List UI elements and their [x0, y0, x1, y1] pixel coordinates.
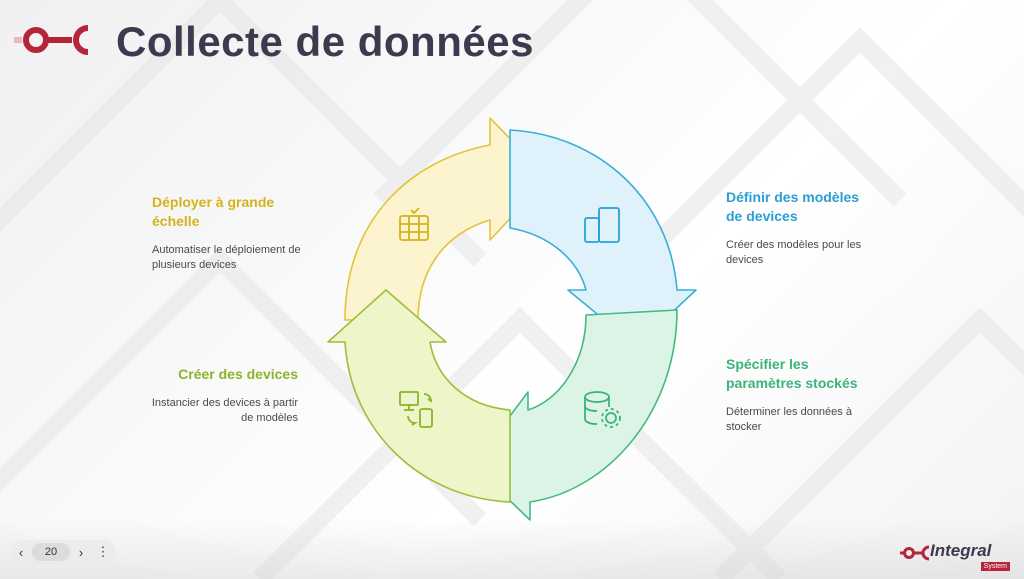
brand-mark-icon: [900, 545, 930, 561]
logo-mark-icon: [14, 25, 89, 55]
step-deploy-title: Déployer à grande échelle: [152, 194, 275, 229]
devices-sync-icon: [399, 391, 433, 428]
step-create-desc: Instancier des devices à partir de modèl…: [151, 397, 298, 424]
slide-title: Collecte de données: [116, 18, 534, 65]
page-number[interactable]: 20: [32, 543, 70, 561]
step-create: Créer des devices Instancier des devices…: [150, 365, 298, 426]
cycle-arrow-create: [327, 289, 511, 503]
step-define: Définir des modèles de devices Créer des…: [726, 188, 876, 268]
brand-name: Integral: [930, 541, 992, 560]
cycle-arrow-specify: [472, 309, 678, 521]
brand-logo: Integral System: [900, 541, 1012, 571]
step-deploy: Déployer à grande échelle Automatiser le…: [152, 193, 312, 273]
brand-sub: System: [980, 562, 1010, 571]
bottom-shade: [0, 519, 1024, 579]
chevron-left-icon[interactable]: ‹: [18, 544, 24, 560]
cycle-arrow-define: [509, 129, 697, 347]
slide-pager: ‹ 20 › ⋮: [10, 540, 116, 564]
step-define-title: Définir des modèles de devices: [726, 189, 860, 224]
database-settings-icon: [584, 391, 621, 428]
mobile-devices-icon: [584, 207, 620, 243]
step-deploy-desc: Automatiser le déploiement de plusieurs …: [152, 244, 301, 271]
step-specify-desc: Déterminer les données à stocker: [726, 406, 852, 433]
chevron-right-icon[interactable]: ›: [78, 544, 84, 560]
more-vertical-icon[interactable]: ⋮: [96, 544, 110, 559]
step-specify: Spécifier les paramètres stockés Détermi…: [726, 355, 876, 435]
step-create-title: Créer des devices: [178, 366, 298, 382]
cycle-diagram: [327, 117, 697, 521]
step-specify-title: Spécifier les paramètres stockés: [726, 356, 858, 391]
step-define-desc: Créer des modèles pour les devices: [726, 239, 862, 266]
server-rack-icon: [399, 207, 429, 241]
cycle-arrow-deploy: [344, 117, 549, 321]
